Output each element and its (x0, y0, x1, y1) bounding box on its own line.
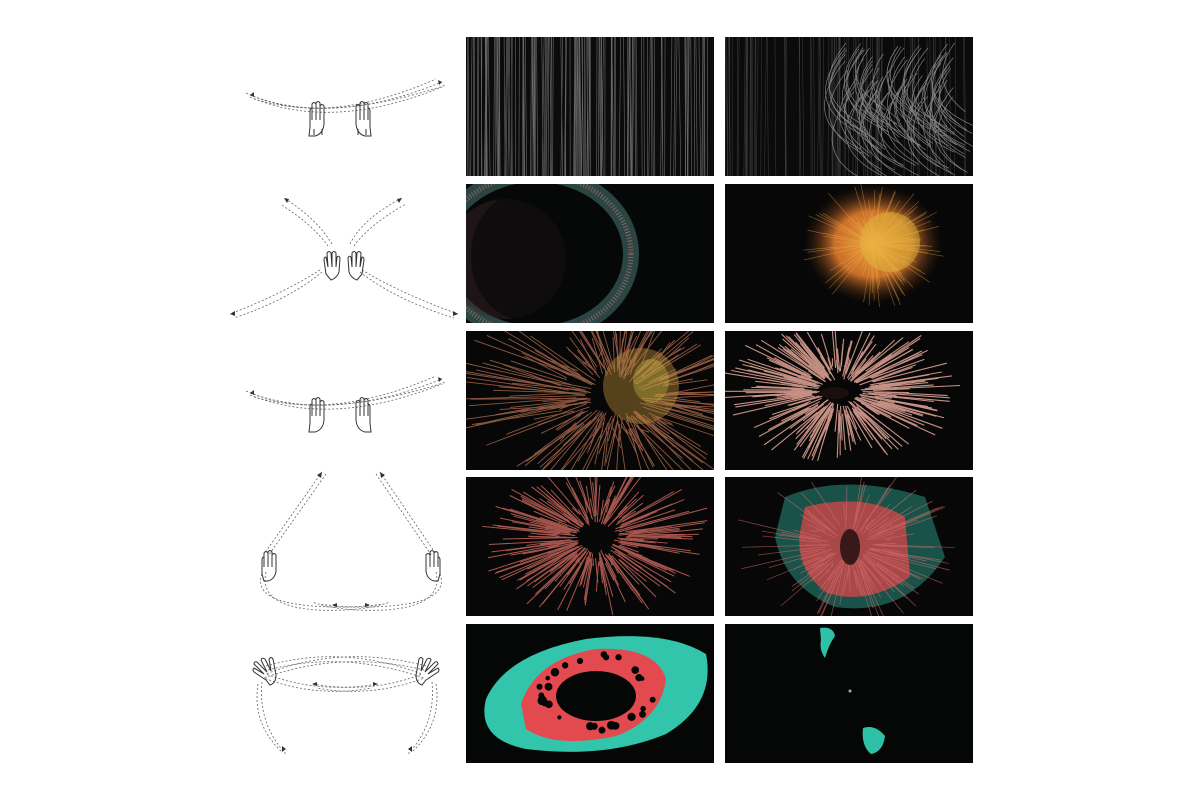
panel-radial-orange-fibres (466, 331, 714, 470)
panel-red-fibre-burst (466, 477, 714, 616)
hand-icon-right (355, 101, 372, 137)
panel-vertical-grey-strands (466, 37, 714, 176)
panel-cyan-pink-ring (466, 184, 714, 323)
panel-orange-yellow-fibre-cluster (725, 184, 973, 323)
gesture-sketch-hands-sweep-2 (222, 331, 466, 469)
gesture-sketch-hands-cross-over (222, 624, 466, 762)
panel-teal-red-blob-ring (466, 624, 714, 763)
panel-teal-red-burst (725, 477, 973, 616)
gesture-sketch-hands-diagonal-spread (222, 184, 466, 322)
gesture-sketch-hands-sweep-1 (222, 37, 466, 175)
hand-icon-left (308, 101, 325, 137)
panel-grey-swirl-strands (725, 37, 973, 176)
gesture-sketch-hands-raise-triangle (222, 466, 466, 626)
panel-pink-radial-disc (725, 331, 973, 470)
panel-scattered-teal-fragments (725, 624, 973, 763)
